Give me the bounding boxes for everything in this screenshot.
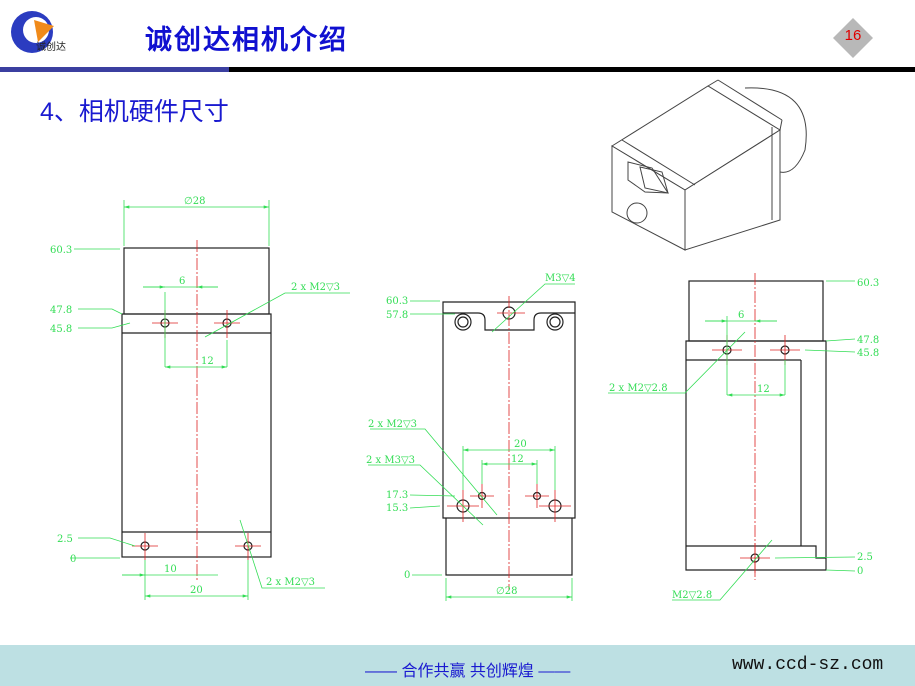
- level-label: 0: [70, 554, 76, 565]
- level-label: 60.3: [857, 278, 879, 289]
- header-title: 诚创达相机介绍: [145, 25, 348, 56]
- level-label: 60.3: [50, 245, 72, 256]
- dim-12: 12: [511, 454, 524, 465]
- callout-m2: 2 x M2▽3: [368, 419, 417, 430]
- callout-m3: M3▽4: [545, 273, 576, 284]
- level-label: 47.8: [857, 335, 879, 346]
- level-label: 57.8: [386, 310, 408, 321]
- dim-diameter: ∅28: [496, 586, 517, 597]
- side-view-right: 60.3 47.8 45.8 2.5 0 6 12 2 x M2▽2.8 M2▽…: [608, 273, 879, 601]
- level-label: 2.5: [57, 534, 73, 545]
- callout-m3x2: 2 x M3▽3: [366, 455, 415, 466]
- dim-diameter: ∅28: [184, 196, 205, 207]
- footer-slogan: —— 合作共赢 共创辉煌 ——: [365, 663, 571, 680]
- side-view-left: ∅28 60.3 47.8 45.8 2.5 0 6 12 10 20 2 x …: [50, 196, 350, 600]
- level-label: 15.3: [386, 503, 408, 514]
- bottom-view: M3▽4 60.3 57.8 17.3 15.3 0 2 x M2▽3 2 x …: [366, 273, 576, 601]
- callout-top: 2 x M2▽2.8: [609, 383, 668, 394]
- level-label: 17.3: [386, 490, 408, 501]
- dim-10: 10: [164, 564, 177, 575]
- header-divider-blue: [0, 67, 229, 72]
- dimension-drawings: ∅28 60.3 47.8 45.8 2.5 0 6 12 10 20 2 x …: [50, 79, 879, 601]
- dim-12: 12: [757, 384, 770, 395]
- camera-isometric-view: [611, 79, 807, 251]
- footer-bar: —— 合作共赢 共创辉煌 —— www.ccd-sz.com: [0, 645, 915, 686]
- level-label: 0: [857, 566, 863, 577]
- header-divider-black: [229, 67, 915, 72]
- page-badge-diamond-icon: [833, 18, 873, 58]
- callout-top: 2 x M2▽3: [291, 282, 340, 293]
- footer-url: www.ccd-sz.com: [732, 655, 884, 675]
- level-label: 60.3: [386, 296, 408, 307]
- level-label: 2.5: [857, 552, 873, 563]
- dim-6: 6: [738, 310, 744, 321]
- level-label: 47.8: [50, 305, 72, 316]
- logo-text: 诚创达: [36, 42, 66, 53]
- page-number: 16: [844, 27, 862, 44]
- dim-20: 20: [190, 585, 203, 596]
- section-title: 4、相机硬件尺寸: [40, 98, 229, 126]
- callout-bottom: 2 x M2▽3: [266, 577, 315, 588]
- dim-20: 20: [514, 439, 527, 450]
- dim-12: 12: [201, 356, 214, 367]
- dim-6: 6: [179, 276, 185, 287]
- callout-bottom: M2▽2.8: [672, 590, 712, 601]
- level-label: 0: [404, 570, 410, 581]
- logo-icon: [11, 11, 54, 53]
- level-label: 45.8: [857, 348, 879, 359]
- level-label: 45.8: [50, 324, 72, 335]
